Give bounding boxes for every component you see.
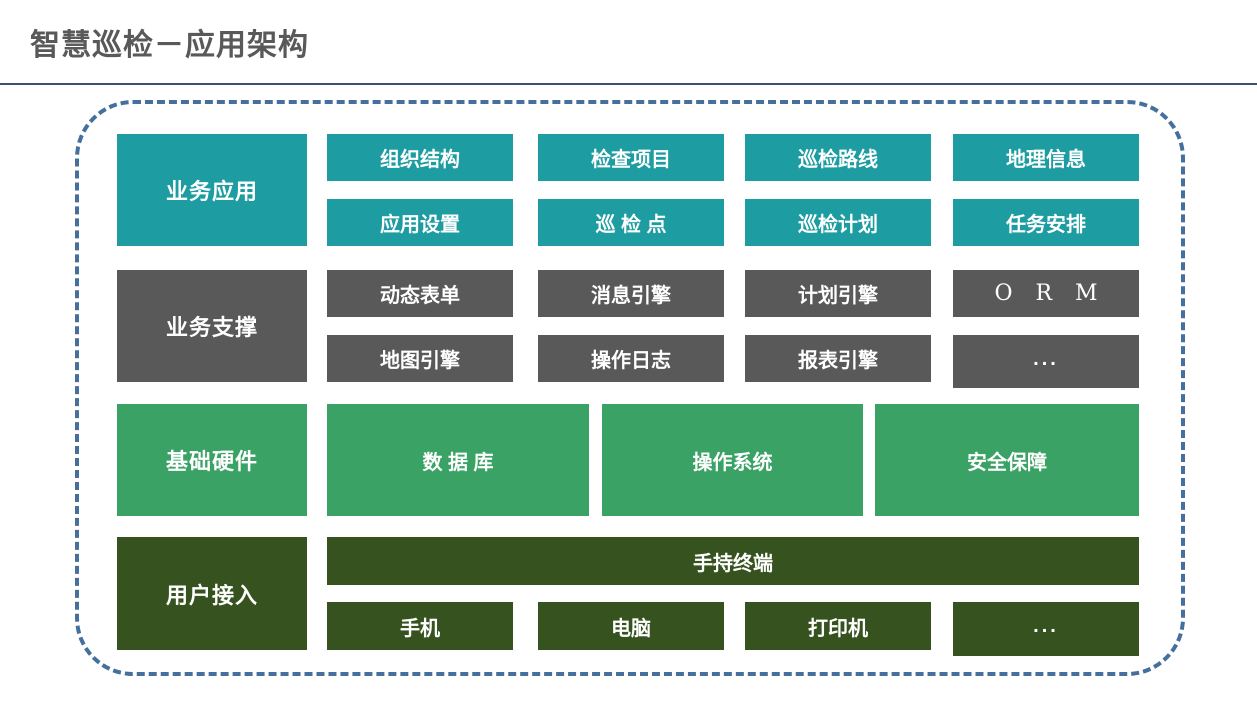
box-operating-system: 操作系统 (602, 404, 863, 516)
layer-label-hardware: 基础硬件 (117, 404, 307, 516)
box-org-structure: 组织结构 (327, 134, 513, 181)
box-message-engine: 消息引擎 (538, 270, 724, 317)
box-security: 安全保障 (875, 404, 1139, 516)
box-inspection-routes: 巡检路线 (745, 134, 931, 181)
layer-label-user-access: 用户接入 (117, 537, 307, 650)
box-inspection-plans: 巡检计划 (745, 199, 931, 246)
box-task-schedule: 任务安排 (953, 199, 1139, 246)
title-divider (0, 83, 1257, 85)
box-support-more: ... (953, 335, 1139, 388)
box-handheld-terminal: 手持终端 (327, 537, 1139, 585)
box-computer: 电脑 (538, 602, 724, 650)
box-access-more: ... (953, 602, 1139, 656)
box-geo-info: 地理信息 (953, 134, 1139, 181)
box-orm: O R M (953, 270, 1139, 317)
box-inspection-items: 检查项目 (538, 134, 724, 181)
layer-label-business-support: 业务支撑 (117, 270, 307, 382)
box-dynamic-forms: 动态表单 (327, 270, 513, 317)
box-inspection-points: 巡 检 点 (538, 199, 724, 246)
box-report-engine: 报表引擎 (745, 335, 931, 382)
box-app-settings: 应用设置 (327, 199, 513, 246)
architecture-frame: 业务应用 组织结构 检查项目 巡检路线 地理信息 应用设置 巡 检 点 巡检计划… (75, 100, 1185, 676)
page-title: 智慧巡检－应用架构 (30, 29, 309, 62)
box-operation-logs: 操作日志 (538, 335, 724, 382)
layer-label-business-apps: 业务应用 (117, 134, 307, 246)
box-plan-engine: 计划引擎 (745, 270, 931, 317)
box-map-engine: 地图引擎 (327, 335, 513, 382)
box-database: 数 据 库 (327, 404, 589, 516)
box-mobile-phone: 手机 (327, 602, 513, 650)
box-printer: 打印机 (745, 602, 931, 650)
